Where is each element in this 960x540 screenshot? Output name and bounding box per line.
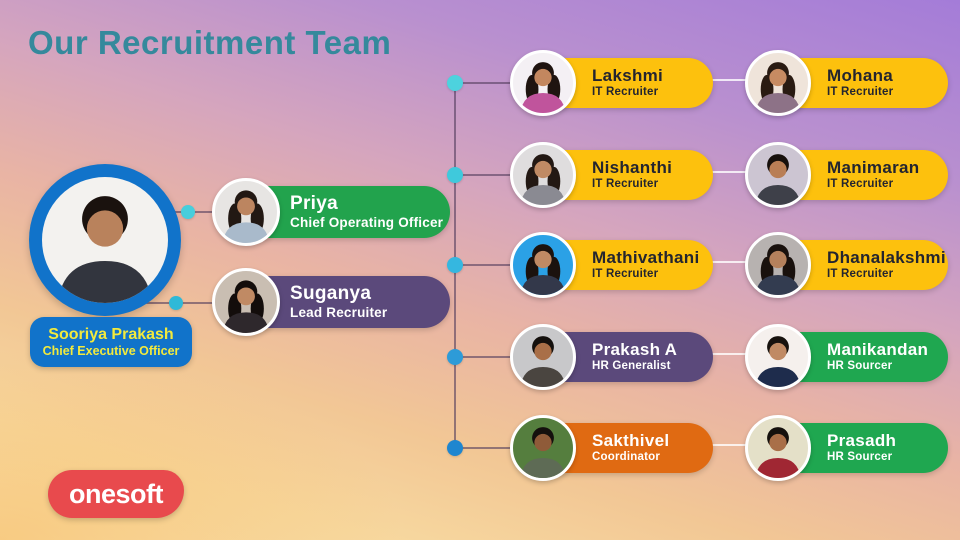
connector-bridge <box>712 353 750 355</box>
member-photo-mohana <box>745 50 811 116</box>
member-role: Chief Operating Officer <box>290 214 444 230</box>
connector-dot <box>447 440 463 456</box>
person-avatar-illustration <box>755 427 801 478</box>
member-role: IT Recruiter <box>592 267 659 280</box>
member-role: Coordinator <box>592 450 660 463</box>
member-name: Nishanthi <box>592 158 673 178</box>
person-avatar-illustration <box>222 190 270 243</box>
person-avatar-illustration <box>520 62 566 113</box>
team-row: Mathivathani IT Recruiter Dhanalakshmi I… <box>0 232 960 298</box>
ceo-name-badge: Sooriya Prakash Chief Executive Officer <box>30 317 192 367</box>
member-photo-suganya <box>212 268 280 336</box>
person-avatar-illustration <box>755 62 801 113</box>
member-photo-dhanalakshmi <box>745 232 811 298</box>
connector-stub <box>455 264 512 266</box>
member-photo-manikandan <box>745 324 811 390</box>
member-name: Mathivathani <box>592 248 700 268</box>
member-name: Priya <box>290 192 338 214</box>
connector-bridge <box>712 79 750 81</box>
member-role: Lead Recruiter <box>290 304 388 320</box>
connector-dot <box>181 205 195 219</box>
connector-stub <box>455 82 512 84</box>
person-avatar-illustration <box>520 427 566 478</box>
member-name: Suganya <box>290 282 372 304</box>
member-photo-manimaran <box>745 142 811 208</box>
ceo-role: Chief Executive Officer <box>42 344 180 359</box>
member-role: IT Recruiter <box>592 177 659 190</box>
member-photo-priya <box>212 178 280 246</box>
onesoft-logo-text: onesoft <box>69 478 164 509</box>
connector-stub <box>455 356 512 358</box>
member-name: Manimaran <box>827 158 920 178</box>
member-name: Mohana <box>827 66 894 86</box>
page-title: Our Recruitment Team <box>28 24 392 61</box>
member-photo-prasadh <box>745 415 811 481</box>
connector-ceo-to-priya <box>168 211 222 213</box>
connector-bridge <box>712 261 750 263</box>
member-role: IT Recruiter <box>827 85 894 98</box>
team-row: Sakthivel Coordinator Prasadh HR Sourcer <box>0 415 960 481</box>
person-avatar-illustration <box>520 336 566 387</box>
member-photo-mathivathani <box>510 232 576 298</box>
ceo-name: Sooriya Prakash <box>48 325 174 343</box>
connector-dot <box>447 167 463 183</box>
person-avatar-illustration <box>520 244 566 295</box>
connector-ceo-to-suganya <box>146 302 222 304</box>
person-avatar-illustration <box>755 154 801 205</box>
onesoft-logo: onesoft <box>48 470 184 518</box>
member-name: Manikandan <box>827 340 929 360</box>
member-name: Prasadh <box>827 431 897 451</box>
member-role: HR Sourcer <box>827 359 893 372</box>
member-photo-lakshmi <box>510 50 576 116</box>
team-row: Nishanthi IT Recruiter Manimaran IT Recr… <box>0 142 960 208</box>
connector-bridge <box>712 171 750 173</box>
connector-dot <box>169 296 183 310</box>
connector-dot <box>447 349 463 365</box>
connector-dot <box>447 257 463 273</box>
member-name: Sakthivel <box>592 431 670 451</box>
person-avatar-illustration <box>755 244 801 295</box>
member-role: HR Sourcer <box>827 450 893 463</box>
person-avatar-illustration <box>57 196 153 303</box>
member-role: IT Recruiter <box>827 267 894 280</box>
connector-stub <box>455 174 512 176</box>
ceo-photo-ring <box>29 164 181 316</box>
person-avatar-illustration <box>755 336 801 387</box>
member-name: Prakash A <box>592 340 678 360</box>
member-name: Dhanalakshmi <box>827 248 946 268</box>
ceo-photo <box>42 177 168 303</box>
connector-bridge <box>712 444 750 446</box>
team-row: Lakshmi IT Recruiter Mohana IT Recruiter <box>0 50 960 116</box>
member-role: HR Generalist <box>592 359 671 372</box>
member-role: IT Recruiter <box>592 85 659 98</box>
member-role: IT Recruiter <box>827 177 894 190</box>
member-photo-nishanthi <box>510 142 576 208</box>
member-photo-prakash-a <box>510 324 576 390</box>
connector-dot <box>447 75 463 91</box>
member-name: Lakshmi <box>592 66 664 86</box>
team-row: Prakash A HR Generalist Manikandan HR So… <box>0 324 960 390</box>
person-avatar-illustration <box>520 154 566 205</box>
connector-stub <box>455 447 512 449</box>
person-avatar-illustration <box>222 280 270 333</box>
member-photo-sakthivel <box>510 415 576 481</box>
